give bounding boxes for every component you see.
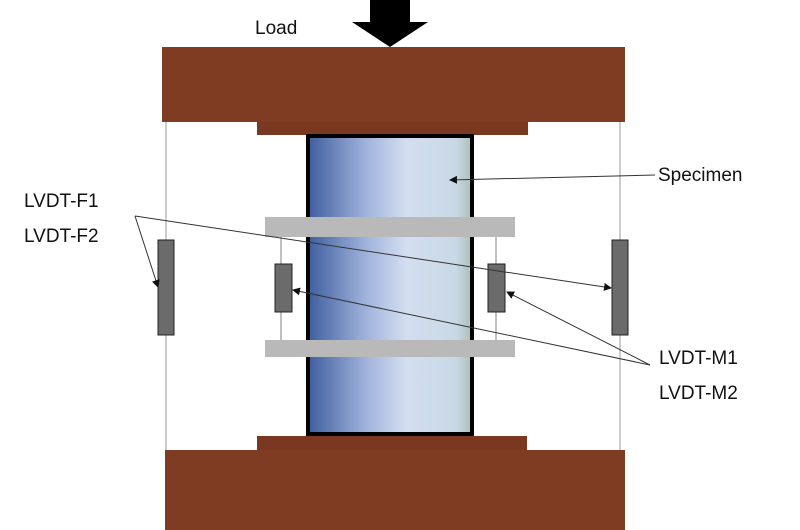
upper-clamp-ring: [265, 217, 515, 237]
leader-lvdt-f-right: [134, 215, 612, 291]
lvdt-f-right: [611, 239, 629, 336]
top-platen: [162, 47, 625, 122]
bottom-platen-step: [257, 436, 527, 450]
load-label: Load: [255, 18, 298, 39]
lvdt-f-left: [157, 239, 175, 336]
leader-lvdt-m-left: [292, 287, 651, 366]
lvdt-m-right: [487, 263, 506, 313]
lvdt-f1-label: LVDT-F1: [24, 191, 99, 212]
lvdt-f2-label: LVDT-F2: [24, 226, 99, 247]
lvdt-m-left: [274, 263, 293, 313]
lvdt-m2-label: LVDT-M2: [659, 383, 738, 404]
load-arrow-icon: [352, 0, 428, 47]
specimen: [306, 134, 474, 436]
bottom-platen: [165, 450, 625, 530]
leader-lvdt-m-right: [506, 291, 651, 366]
lower-clamp-ring: [265, 340, 515, 357]
leader-lvdt-f-left: [134, 215, 160, 288]
leader-specimen: [449, 174, 656, 184]
top-platen-step: [257, 122, 528, 135]
specimen-label: Specimen: [658, 165, 743, 186]
lvdt-m1-label: LVDT-M1: [659, 348, 738, 369]
